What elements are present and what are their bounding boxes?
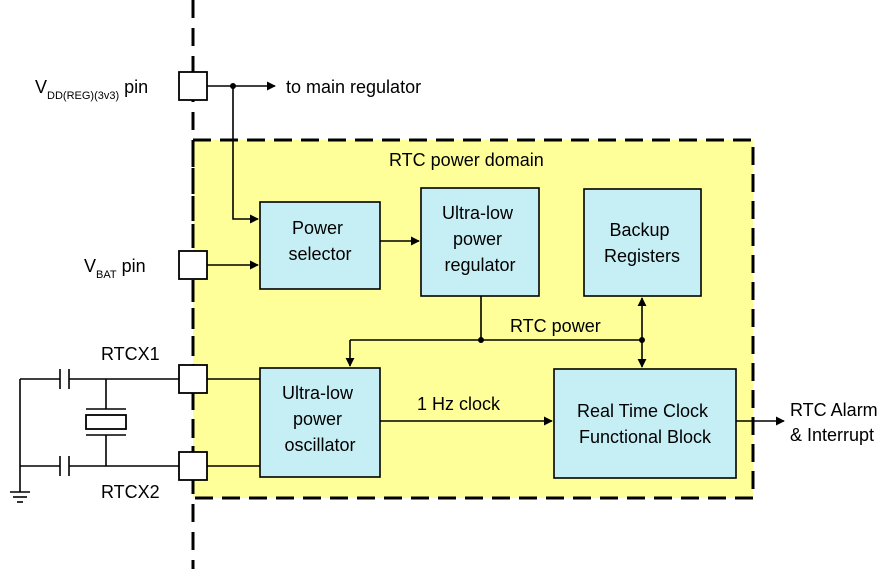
vbat-pin-label: VBAT pin — [84, 256, 146, 281]
rtcx2-pin-square — [178, 451, 208, 481]
crystal-circuit — [19, 369, 179, 492]
ultra-low-power-oscillator-block — [259, 367, 381, 478]
clock-label: 1 Hz clock — [417, 394, 501, 414]
rtcx1-pin-label: RTCX1 — [101, 344, 160, 364]
rtc-power-label: RTC power — [510, 316, 601, 336]
ground-icon — [10, 491, 30, 503]
backup-registers-label: Backup Registers — [604, 220, 680, 266]
rtc-power-junction-dot-left — [478, 337, 484, 343]
vdd-to-selector-wire — [232, 86, 259, 224]
vdd-pin-label: VDD(REG)(3v3) pin — [35, 77, 148, 102]
power-selector-block — [259, 201, 381, 290]
real-time-clock-block — [553, 368, 737, 479]
rtcx1-pin-square — [178, 364, 208, 394]
to-main-regulator-label: to main regulator — [286, 77, 421, 97]
ultra-low-power-regulator-block — [420, 187, 540, 297]
vbat-pin-square — [178, 250, 208, 280]
alarm-label: RTC Alarm & Interrupt — [790, 400, 883, 445]
real-time-clock-label: Real Time Clock Functional Block — [577, 401, 713, 447]
rtc-power-domain-label: RTC power domain — [389, 150, 544, 170]
regulator-label: Ultra-low power regulator — [442, 203, 518, 275]
oscillator-label: Ultra-low power oscillator — [282, 383, 358, 455]
power-selector-label: Power selector — [288, 218, 351, 264]
vdd-pin-square — [178, 71, 208, 101]
backup-registers-block — [583, 188, 702, 297]
rtcx2-pin-label: RTCX2 — [101, 482, 160, 502]
